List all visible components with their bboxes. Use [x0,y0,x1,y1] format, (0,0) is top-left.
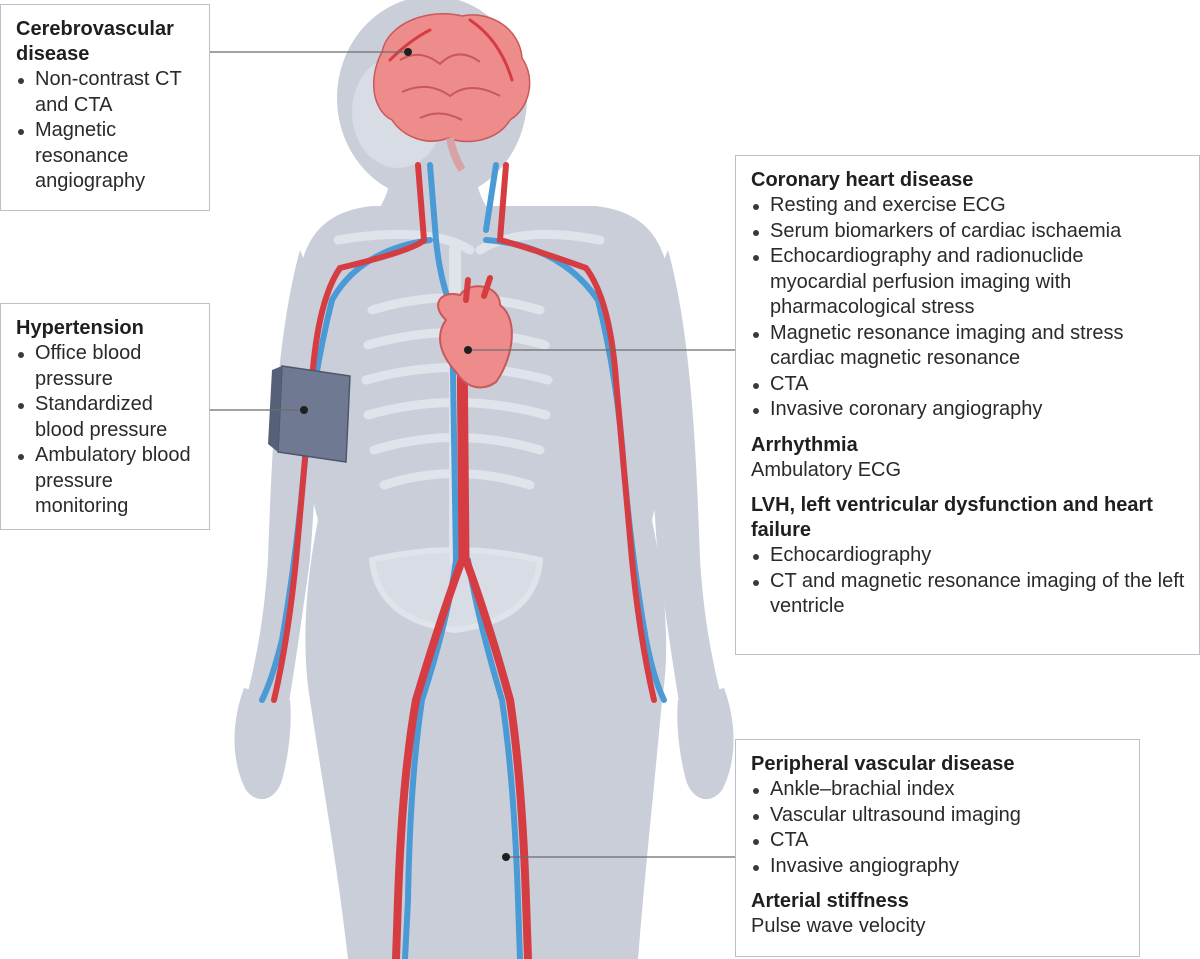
cerebrovascular-box: Cerebrovascular disease Non-contrast CT … [0,4,210,211]
heart [437,275,513,389]
list-item: CTA [751,372,1185,398]
list-item: Magnetic resonance angiography [16,118,195,195]
arterial-stiffness-text: Pulse wave velocity [751,915,926,937]
peripheral-list: Ankle–brachial index Vascular ultrasound… [751,777,1125,879]
list-item: Vascular ultrasound imaging [751,803,1125,829]
list-item: Ankle–brachial index [751,777,1125,803]
arterial-stiffness-title: Arterial stiffness [751,890,909,912]
list-item: CT and magnetic resonance imaging of the… [751,569,1185,620]
list-item: CTA [751,828,1125,854]
list-item: Standardized blood pressure [16,392,195,443]
peripheral-box: Peripheral vascular disease Ankle–brachi… [735,739,1140,957]
list-item: Invasive angiography [751,854,1125,880]
list-item: Serum biomarkers of cardiac ischaemia [751,219,1185,245]
hypertension-title: Hypertension [16,317,144,339]
hypertension-box: Hypertension Office blood pressure Stand… [0,303,210,530]
list-item: Magnetic resonance imaging and stress ca… [751,321,1185,372]
brain [372,13,531,173]
cerebrovascular-list: Non-contrast CT and CTA Magnetic resonan… [16,67,195,195]
connector-lines [210,51,735,858]
list-item: Non-contrast CT and CTA [16,67,195,118]
cerebrovascular-title: Cerebrovascular disease [16,18,174,65]
coronary-list: Resting and exercise ECG Serum biomarker… [751,193,1185,423]
list-item: Echocardiography and radionuclide myocar… [751,244,1185,321]
coronary-title: Coronary heart disease [751,169,974,191]
blood-pressure-cuff [268,365,351,463]
lvh-list: Echocardiography CT and magnetic resonan… [751,543,1185,620]
arrhythmia-text: Ambulatory ECG [751,458,902,481]
hypertension-list: Office blood pressure Standardized blood… [16,341,195,520]
lvh-title: LVH, left ventricular dysfunction and he… [751,494,1153,541]
list-item: Echocardiography [751,543,1185,569]
list-item: Invasive coronary angiography [751,397,1185,423]
list-item: Resting and exercise ECG [751,193,1185,219]
list-item: Ambulatory blood pressure monitoring [16,443,195,520]
coronary-box: Coronary heart disease Resting and exerc… [735,155,1200,655]
list-item: Office blood pressure [16,341,195,392]
connector-dots [300,48,510,861]
arrhythmia-title: Arrhythmia [751,433,858,456]
peripheral-title: Peripheral vascular disease [751,753,1015,775]
